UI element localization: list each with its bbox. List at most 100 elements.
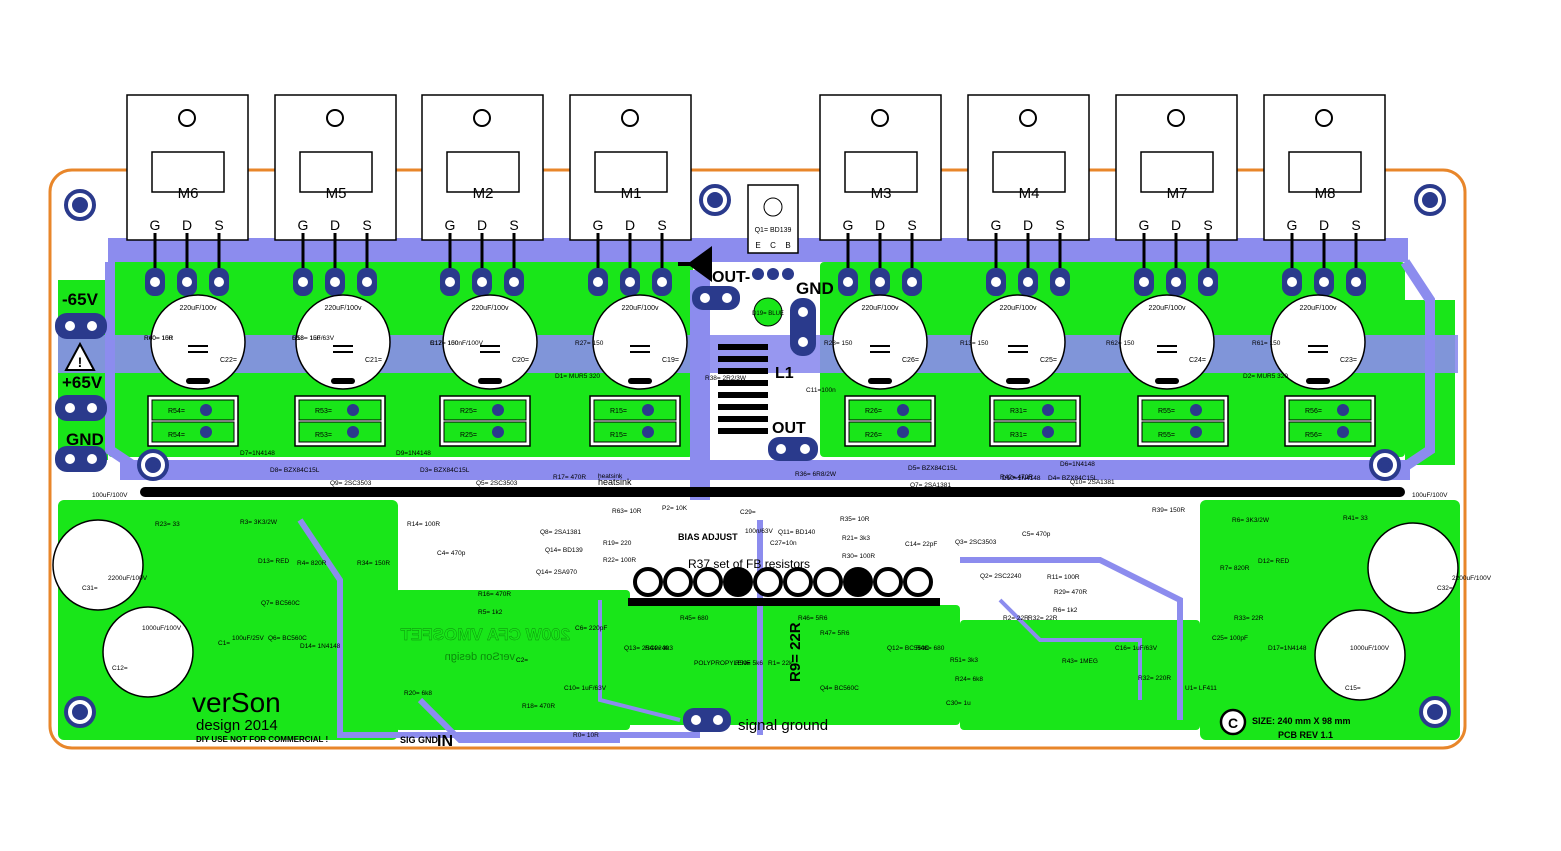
heatsink-label: heatsink <box>598 477 632 487</box>
source-resistor: R53=R53= <box>294 395 386 447</box>
component-label: Q11= BD140 <box>778 529 816 536</box>
component-label: D12= RED <box>1258 558 1290 565</box>
brand-year: design 2014 <box>196 717 278 734</box>
component-label: Q3= 2SC3503 <box>955 539 997 546</box>
component-label: R0= 10R <box>573 732 599 739</box>
brand-name: verSon <box>192 687 281 718</box>
mosfet-pin-label: D <box>1023 217 1033 233</box>
res-ref: R25= <box>460 408 477 415</box>
mosfet-pin-label: D <box>1319 217 1329 233</box>
component-label: R29= 470R <box>1054 589 1087 596</box>
res-ref: R53= <box>315 408 332 415</box>
component-label: R3= 3K3/2W <box>240 519 278 526</box>
source-resistors: R54= R54= R53=R53= R25=R25= R15=R15= R26=R26=… <box>147 395 1376 447</box>
component-label: C2= <box>516 657 528 664</box>
component-label: R42= 470R <box>1000 474 1033 481</box>
component-label: R1= 22k <box>768 660 793 667</box>
cap-value: 220uF/100v <box>622 305 659 312</box>
size-info: C SIZE: 240 mm X 98 mm PCB REV 1.1 <box>1219 708 1351 740</box>
component-label: 2200uF/100V <box>1452 575 1492 582</box>
cap-ref: C23= <box>1340 357 1357 364</box>
mounting-holes <box>64 184 1451 728</box>
res-ref: R15= <box>610 432 627 439</box>
mosfet-pin-label: S <box>907 217 916 233</box>
cap-ref: C20= <box>512 357 529 364</box>
component-label: D7=1N4148 <box>240 450 275 457</box>
component-label: R45= 680 <box>680 615 709 622</box>
svg-text:!: ! <box>78 354 83 370</box>
res-ref: R54= <box>168 408 185 415</box>
cap-value: 220uF/100v <box>862 305 899 312</box>
source-resistor: R56=R56= <box>1284 395 1376 447</box>
res-ref: R56= <box>1305 432 1322 439</box>
component-label: R46= 5R6 <box>798 615 828 622</box>
main-capacitors: 220uF/100vC22=220uF/100vC21=220uF/100vC2… <box>150 294 1366 390</box>
component-label: R39= 150R <box>1152 507 1185 514</box>
component-label: R19= 220 <box>603 540 632 547</box>
component-label: Q8= 2SA1381 <box>540 529 581 536</box>
component-label: D6=1N4148 <box>1060 461 1095 468</box>
mosfet-label: M3 <box>871 185 892 202</box>
component-label: Q7= 2SA1381 <box>910 482 951 489</box>
component-label: D5= BZX84C15L <box>908 465 958 472</box>
component-label: Q14= 2SA970 <box>536 569 577 576</box>
source-resistor: R15=R15= <box>589 395 681 447</box>
q1-label: Q1= BD139 <box>755 227 792 234</box>
component-label: C16= 1uF/63V <box>1115 645 1158 652</box>
res-ref: R26= <box>865 408 882 415</box>
component-label: R11= 100R <box>1047 574 1080 581</box>
gnd-power-label: GND <box>66 430 104 449</box>
component-label: R35= 10R <box>840 516 870 523</box>
component-label: R16= 470R <box>478 591 511 598</box>
component-label: Q9= 2SC3503 <box>330 480 372 487</box>
fb-resistor-pad <box>843 567 873 597</box>
component-label: D17=1N4148 <box>1268 645 1307 652</box>
component-label: R6= 1k2 <box>1053 607 1078 614</box>
component-label: R48= 680 <box>916 645 945 652</box>
component-label: C32= <box>1437 585 1453 592</box>
component-label: D8= BZX84C15L <box>270 467 320 474</box>
component-label: C10= 1uF/63V <box>564 685 607 692</box>
cap-value: 220uF/100v <box>1000 305 1037 312</box>
component-label: 1000uF/100V <box>142 625 182 632</box>
mosfet-pin-label: G <box>593 217 604 233</box>
mosfet-pin-label: S <box>509 217 518 233</box>
fb-resistor-pad <box>753 567 783 597</box>
mosfet-pin-label: G <box>298 217 309 233</box>
component-label: R28= 150 <box>824 340 853 347</box>
component-label: Q4= BC560C <box>820 685 859 692</box>
component-label: R43= 1MEG <box>1062 658 1098 665</box>
component-label: D10=1N4148 <box>1002 475 1041 482</box>
q1-pin-b: B <box>785 241 790 250</box>
warning-icon <box>64 341 96 371</box>
component-label: 100uF/100V <box>1412 492 1448 499</box>
mosfet-pin-label: D <box>477 217 487 233</box>
component-label: R36= 6R8/2W <box>795 471 837 478</box>
component-label: R61= 150 <box>1252 340 1281 347</box>
component-label: R60= 150 <box>144 335 173 342</box>
fb-resistor-pad <box>723 567 753 597</box>
component-label: R47= 5R6 <box>820 630 850 637</box>
mosfet-pin-label: D <box>875 217 885 233</box>
component-label: 100uF/25V <box>232 635 264 642</box>
source-resistor: R31=R31= <box>989 395 1081 447</box>
source-resistor: R25=R25= <box>439 395 531 447</box>
component-label: C11=100n <box>806 387 836 394</box>
source-resistor: R26=R26= <box>844 395 936 447</box>
copyright-symbol: C <box>1228 715 1238 731</box>
size-label: SIZE: 240 mm X 98 mm <box>1252 716 1351 726</box>
component-label: D9=1N4148 <box>396 450 431 457</box>
component-label: R41= 33 <box>1343 515 1368 522</box>
component-label: Q14= BD139 <box>545 547 583 554</box>
speaker-icon <box>678 246 712 282</box>
res-ref: R55= <box>1158 408 1175 415</box>
res-ref: R54= <box>168 432 185 439</box>
svg-text:D19= BLUE: D19= BLUE <box>752 311 784 317</box>
component-label: R5= 1k2 <box>478 609 503 616</box>
